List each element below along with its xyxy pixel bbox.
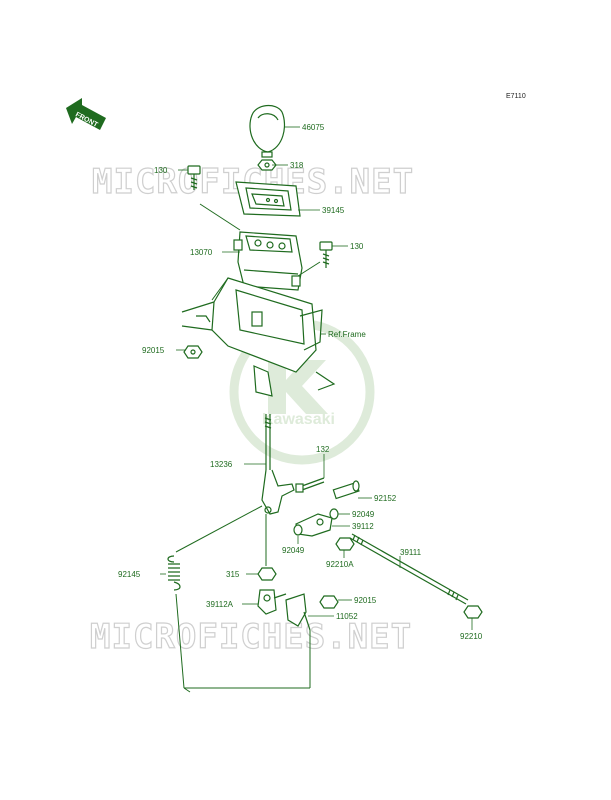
label-132: 132 bbox=[316, 445, 330, 454]
label-318: 318 bbox=[290, 161, 304, 170]
drawing-lines bbox=[160, 105, 483, 693]
label-92152: 92152 bbox=[374, 494, 397, 503]
label-130-left: 130 bbox=[154, 166, 168, 175]
nut-92015-left bbox=[183, 345, 203, 359]
nut-92015-right bbox=[319, 595, 339, 609]
label-92015-right: 92015 bbox=[354, 596, 377, 605]
label-13070: 13070 bbox=[190, 248, 213, 257]
label-92015-left: 92015 bbox=[142, 346, 165, 355]
washer-92049-lower bbox=[293, 524, 303, 536]
label-92210a: 92210A bbox=[326, 560, 354, 569]
nut-92210a bbox=[335, 537, 355, 551]
label-13236: 13236 bbox=[210, 460, 233, 469]
nut-315 bbox=[257, 567, 277, 581]
nut-92210 bbox=[463, 605, 483, 619]
lever-housing bbox=[233, 231, 303, 291]
label-39145: 39145 bbox=[322, 206, 345, 215]
bolt-130-right bbox=[319, 241, 333, 268]
label-92210: 92210 bbox=[460, 632, 483, 641]
label-39112: 39112 bbox=[352, 522, 374, 531]
label-92049-upper: 92049 bbox=[352, 510, 375, 519]
watermark-brand: Kawasaki bbox=[262, 411, 335, 428]
label-315: 315 bbox=[226, 570, 240, 579]
front-arrow-icon: FRONT bbox=[66, 98, 106, 130]
label-130-right: 130 bbox=[350, 242, 364, 251]
pin-92152 bbox=[332, 480, 360, 500]
label-92049-lower: 92049 bbox=[282, 546, 305, 555]
bracket-11052 bbox=[285, 593, 311, 631]
watermark-text-bottom: MICROFICHES.NET bbox=[90, 617, 412, 657]
shift-knob bbox=[249, 105, 286, 158]
label-39111: 39111 bbox=[400, 548, 422, 557]
label-92145: 92145 bbox=[118, 570, 141, 579]
page-code: E7110 bbox=[506, 93, 526, 100]
bolt-132 bbox=[295, 477, 325, 493]
leader-lines bbox=[160, 126, 473, 630]
label-46075: 46075 bbox=[302, 123, 325, 132]
spring-92145 bbox=[167, 555, 181, 591]
joint-39112a bbox=[257, 589, 287, 615]
label-39112a: 39112A bbox=[206, 600, 234, 609]
assembly-lines bbox=[175, 203, 321, 693]
rod-39111 bbox=[349, 533, 469, 605]
label-11052: 11052 bbox=[336, 612, 358, 621]
shift-rod bbox=[261, 414, 295, 515]
nut-318 bbox=[257, 159, 277, 171]
part-labels: 46075 318 130 39145 13070 130 Ref.Frame … bbox=[118, 123, 483, 641]
label-ref-frame: Ref.Frame bbox=[328, 330, 366, 339]
frame-bracket bbox=[181, 277, 336, 397]
cover-plate bbox=[235, 181, 301, 217]
